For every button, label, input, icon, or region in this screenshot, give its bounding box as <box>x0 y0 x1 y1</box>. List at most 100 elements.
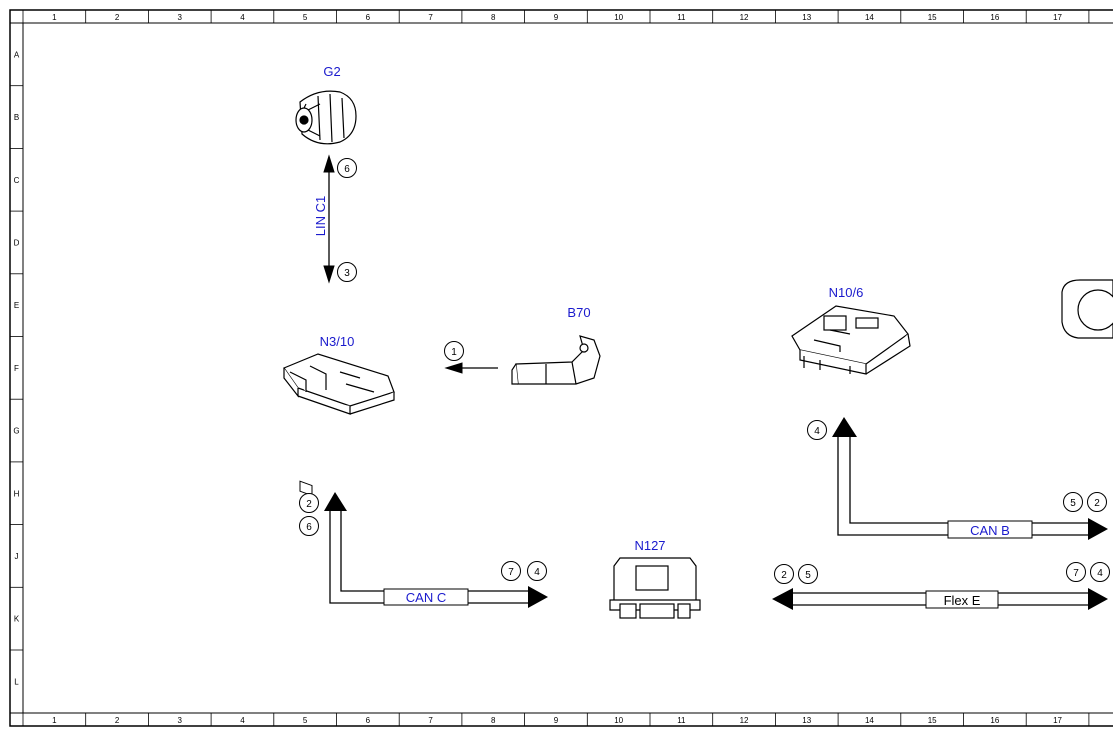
column-number: 8 <box>491 13 496 22</box>
callout-canb-a: 4 <box>807 420 827 440</box>
callout-canc-c: 7 <box>501 561 521 581</box>
callout-flexe-a: 2 <box>774 564 794 584</box>
column-number: 11 <box>677 13 686 22</box>
column-number: 17 <box>1053 716 1062 725</box>
lin-c1-label: LIN C1 <box>313 196 328 236</box>
can-b-connection <box>837 434 1092 536</box>
partial-component-icon <box>1061 279 1113 339</box>
can-b-label: CAN B <box>970 523 1010 538</box>
callout-canb-b: 5 <box>1063 492 1083 512</box>
callout-canb-c: 2 <box>1087 492 1107 512</box>
column-number: 1 <box>52 13 57 22</box>
svg-text:6: 6 <box>344 164 350 175</box>
column-number: 14 <box>865 13 874 22</box>
svg-text:7: 7 <box>1073 568 1079 579</box>
column-number: 10 <box>614 716 623 725</box>
svg-text:2: 2 <box>306 499 312 510</box>
column-number: 9 <box>554 13 559 22</box>
column-number: 6 <box>366 716 371 725</box>
column-number: 15 <box>928 716 937 725</box>
g2-label: G2 <box>323 64 340 79</box>
g2-alternator-icon <box>295 90 357 145</box>
can-b-box <box>947 520 1033 539</box>
column-number: 2 <box>115 13 120 22</box>
svg-text:2: 2 <box>1094 498 1100 509</box>
row-letter: J <box>15 552 19 561</box>
can-b-arrowheads <box>832 417 1108 540</box>
column-number: 7 <box>428 716 433 725</box>
svg-text:2: 2 <box>781 570 787 581</box>
callout-g2-top: 6 <box>337 158 357 178</box>
n10-6-label: N10/6 <box>829 285 864 300</box>
row-letter: A <box>14 50 20 59</box>
column-number: 15 <box>928 13 937 22</box>
column-number: 1 <box>52 716 57 725</box>
column-number: 13 <box>802 716 811 725</box>
row-letter: C <box>14 176 20 185</box>
svg-text:6: 6 <box>306 522 312 533</box>
b70-sensor-icon <box>511 335 601 385</box>
n3-10-label: N3/10 <box>320 334 355 349</box>
column-number: 10 <box>614 13 623 22</box>
callout-flexe-d: 4 <box>1090 562 1110 582</box>
column-number: 4 <box>240 716 245 725</box>
row-letter: F <box>14 364 19 373</box>
row-letter: G <box>13 427 19 436</box>
column-number: 2 <box>115 716 120 725</box>
svg-text:4: 4 <box>534 567 540 578</box>
column-number: 6 <box>366 13 371 22</box>
b70-label: B70 <box>567 305 590 320</box>
callout-b70-arrow: 1 <box>444 341 464 361</box>
column-number: 16 <box>990 716 999 725</box>
column-number: 3 <box>178 13 183 22</box>
lin-c1-connection <box>323 154 335 284</box>
n3-10-ecu-icon <box>283 353 395 497</box>
column-number: 3 <box>178 716 183 725</box>
svg-text:4: 4 <box>814 426 820 437</box>
column-number: 9 <box>554 716 559 725</box>
svg-text:5: 5 <box>805 570 811 581</box>
row-letter: B <box>14 113 19 122</box>
column-number: 11 <box>677 716 686 725</box>
column-number: 13 <box>802 13 811 22</box>
column-number: 4 <box>240 13 245 22</box>
callout-flexe-c: 7 <box>1066 562 1086 582</box>
callout-canc-d: 4 <box>527 561 547 581</box>
can-c-label: CAN C <box>406 590 446 605</box>
row-letter: D <box>14 238 20 247</box>
svg-text:5: 5 <box>1070 498 1076 509</box>
can-c-box <box>383 588 469 606</box>
callout-flexe-b: 5 <box>798 564 818 584</box>
column-number: 12 <box>740 716 749 725</box>
column-number: 16 <box>990 13 999 22</box>
column-number: 5 <box>303 13 308 22</box>
flex-e-box <box>925 590 999 609</box>
column-number: 5 <box>303 716 308 725</box>
callout-g2-bottom: 3 <box>337 262 357 282</box>
callout-canc-a: 2 <box>299 493 319 513</box>
svg-text:4: 4 <box>1097 568 1103 579</box>
column-number: 8 <box>491 716 496 725</box>
svg-text:1: 1 <box>451 347 457 358</box>
row-letter: K <box>14 615 20 624</box>
n10-6-module-icon <box>791 305 911 375</box>
flex-e-arrowheads <box>772 588 1108 610</box>
row-letter: H <box>14 489 20 498</box>
callout-canc-b: 6 <box>299 516 319 536</box>
frame <box>9 9 1113 727</box>
n127-label: N127 <box>634 538 665 553</box>
column-number: 12 <box>740 13 749 22</box>
b70-arrow <box>444 362 498 374</box>
svg-text:3: 3 <box>344 268 350 279</box>
column-number: 7 <box>428 13 433 22</box>
svg-text:7: 7 <box>508 567 514 578</box>
row-letter: E <box>14 301 19 310</box>
flex-e-label: Flex E <box>944 593 981 608</box>
n127-module-icon <box>609 557 701 619</box>
column-number: 17 <box>1053 13 1062 22</box>
can-c-arrowheads <box>324 492 548 608</box>
